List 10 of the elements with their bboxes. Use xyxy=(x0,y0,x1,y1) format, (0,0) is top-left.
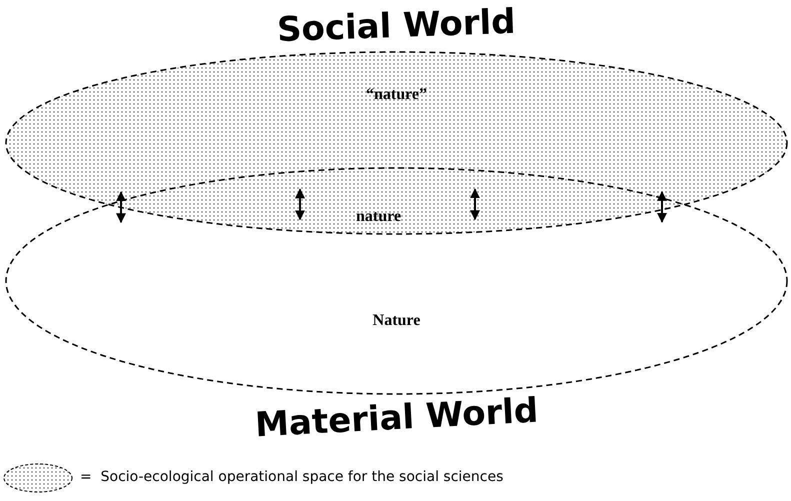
double-arrow xyxy=(470,188,480,220)
double-arrow xyxy=(657,190,667,223)
overlap-label: nature xyxy=(356,208,402,226)
double-arrow xyxy=(295,188,305,220)
world-heading: Social World xyxy=(276,2,516,50)
ellipse-label: Nature xyxy=(372,312,420,330)
world-heading: Material World xyxy=(254,390,540,446)
legend-text: = Socio-ecological operational space for the social sciences xyxy=(80,469,504,485)
double-arrow xyxy=(116,191,126,224)
ellipse-label: “nature” xyxy=(366,86,428,104)
